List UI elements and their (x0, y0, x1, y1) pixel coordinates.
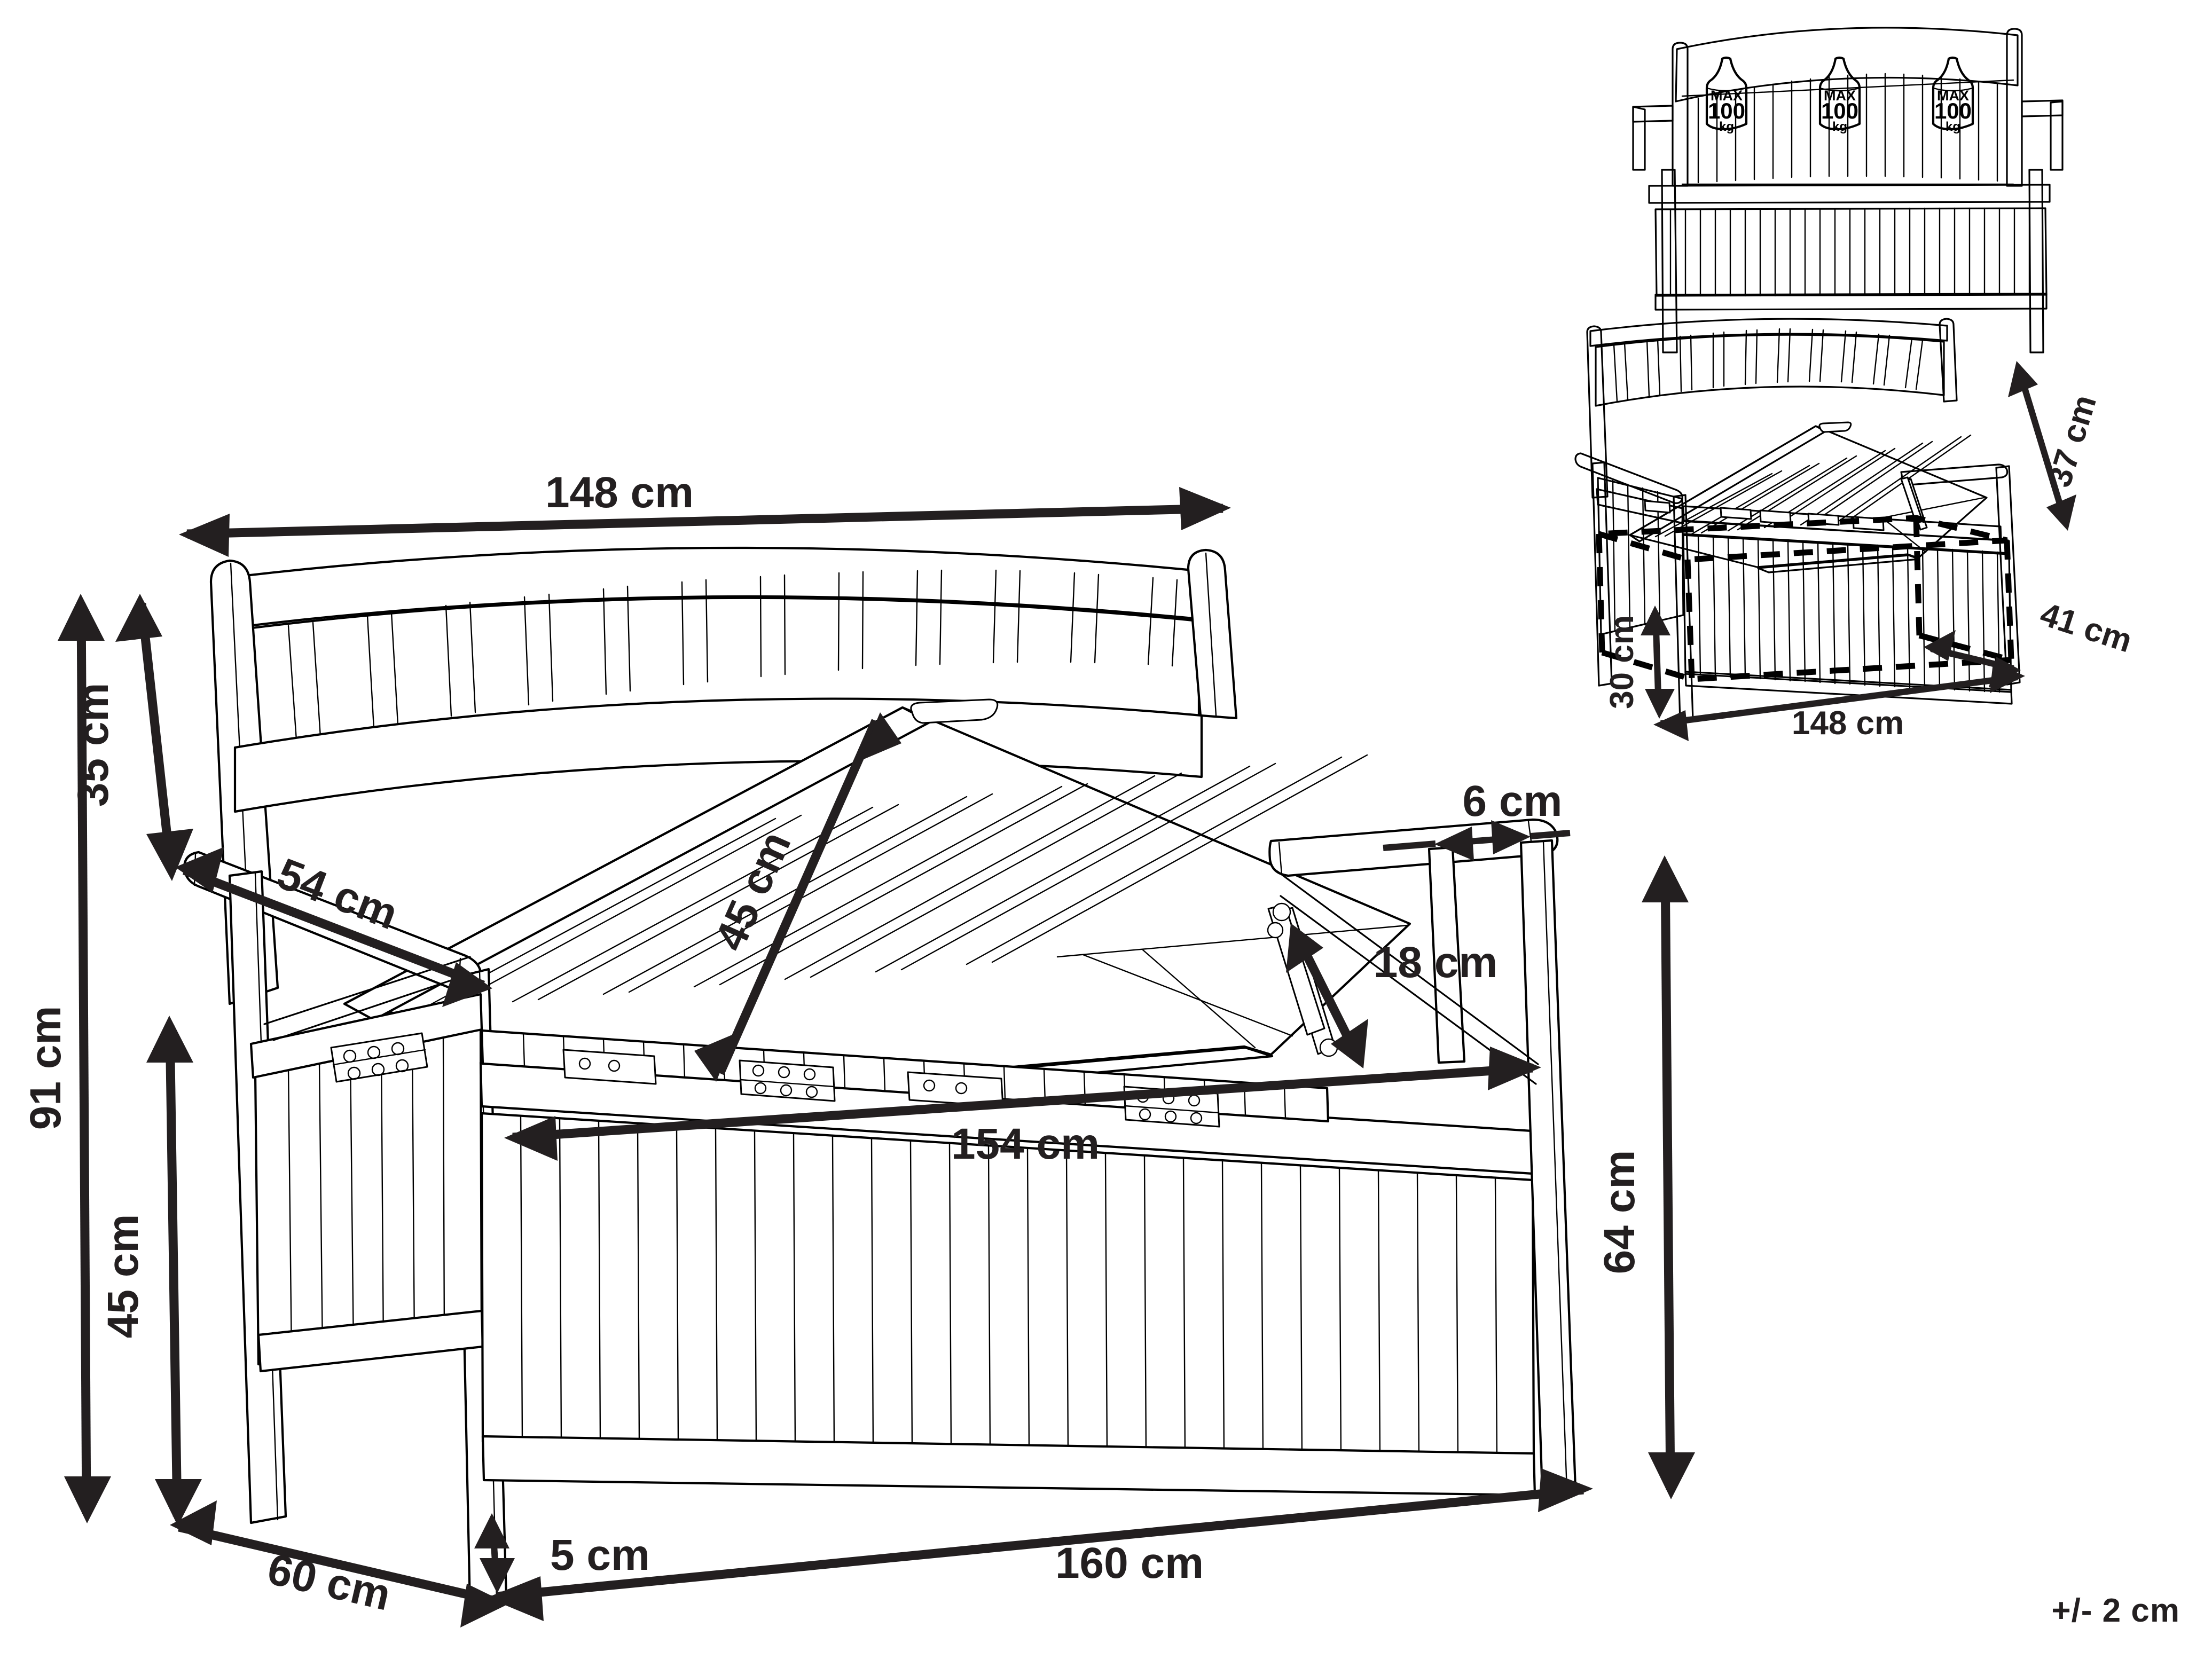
inset2-rear-left-leg (1591, 461, 1613, 687)
weight-icon-2: MAX 100 kg (1818, 56, 1861, 134)
dim-label-64cm: 64 cm (1595, 1150, 1644, 1275)
dim-64cm-armrest-height: 64 cm (1595, 855, 1695, 1499)
inset-storage-view: 37 cm 41 cm 30 cm 148 cm (1574, 318, 2137, 742)
weight-max-label-2: MAX (1824, 88, 1856, 104)
dim-label-160cm: 160 cm (1055, 1539, 1204, 1587)
inset2-backrest (1595, 334, 1945, 407)
inset1-front-panel (1654, 207, 2048, 297)
inset2-front-right-leg (1995, 465, 2021, 686)
lid-slats (421, 754, 1409, 1049)
dim-label-35cm: 35 cm (69, 683, 117, 807)
dim-35cm-backrest: 35 cm (69, 594, 193, 881)
dim-label-60cm: 60 cm (263, 1545, 395, 1620)
inset2-dim-37cm: 37 cm (2008, 361, 2104, 531)
left-side-panel-slats (287, 1035, 445, 1360)
inset2-backrest-slats (1613, 328, 1924, 403)
dim-6cm-armrest-width: 6 cm (1383, 777, 1571, 861)
weight-value-2: 100 (1821, 98, 1858, 123)
rear-right-post (1187, 548, 1238, 720)
inset2-lid-handle (1818, 421, 1852, 433)
dim-45cm-seat-height: 45 cm (99, 1016, 202, 1526)
inset1-left-leg (1661, 169, 1678, 353)
inset2-dim-148cm: 148 cm (1653, 662, 2025, 742)
hinge-bracket-1 (562, 1049, 657, 1085)
inset2-dim-label-148cm: 148 cm (1792, 705, 1904, 742)
rear-apron (233, 697, 1203, 813)
inset1-right-leg (2028, 169, 2044, 353)
dim-label-45cm-seat: 45 cm (99, 1214, 147, 1339)
inset1-front-slats (1669, 207, 2030, 297)
weight-icon-1: MAX 100 kg (1705, 56, 1748, 134)
dim-label-91cm: 91 cm (21, 1006, 70, 1130)
dim-label-148cm-top: 148 cm (545, 468, 694, 517)
inset1-seat (1648, 184, 2051, 204)
inset-max-load-view: MAX 100 kg MAX 100 kg MAX 100 kg (1632, 27, 2064, 353)
dim-18cm-support-arm: 18 cm (1286, 923, 1497, 1068)
weight-max-label-3: MAX (1937, 88, 1969, 104)
weight-max-label-1: MAX (1711, 88, 1743, 104)
inset2-dim-30cm: 30 cm (1604, 606, 1675, 719)
dim-60cm-depth: 60 cm (170, 1500, 508, 1627)
weight-unit-3: kg (1946, 120, 1960, 134)
weight-value-1: 100 (1708, 98, 1745, 123)
weight-unit-1: kg (1719, 120, 1734, 134)
dim-91cm-height: 91 cm (21, 594, 111, 1523)
weight-unit-2: kg (1832, 120, 1847, 134)
main-view-dimensions: 148 cm 91 cm 35 cm 45 cm (21, 468, 1695, 1627)
dim-label-6cm: 6 cm (1463, 777, 1563, 825)
dim-5cm-leg-clearance: 5 cm (474, 1513, 650, 1593)
tolerance-note: +/- 2 cm (2051, 1592, 2180, 1629)
weight-value-3: 100 (1934, 98, 1972, 123)
weight-icon-3: MAX 100 kg (1932, 56, 1974, 134)
front-panel-slats (520, 1115, 1498, 1462)
inset2-dim-label-41cm: 41 cm (2036, 596, 2137, 660)
inset2-storage-box-outline (1596, 515, 2014, 682)
inset2-hinge-1 (1720, 507, 1752, 520)
lid-handle (910, 698, 999, 724)
inset2-dim-label-37cm: 37 cm (2041, 391, 2104, 491)
dim-label-5cm: 5 cm (550, 1531, 650, 1579)
backrest-slats (287, 569, 1178, 741)
dim-label-18cm: 18 cm (1374, 938, 1498, 987)
inset2-dim-41cm: 41 cm (1924, 596, 2137, 688)
dim-160cm-total-width: 160 cm (487, 1468, 1593, 1621)
inset2-hinge-0 (1644, 500, 1671, 514)
inset2-dim-label-30cm: 30 cm (1604, 615, 1641, 709)
dim-154cm-inner-width: 154 cm (504, 1047, 1541, 1168)
dim-label-154cm: 154 cm (951, 1120, 1100, 1168)
dim-148cm-top: 148 cm (179, 468, 1231, 557)
